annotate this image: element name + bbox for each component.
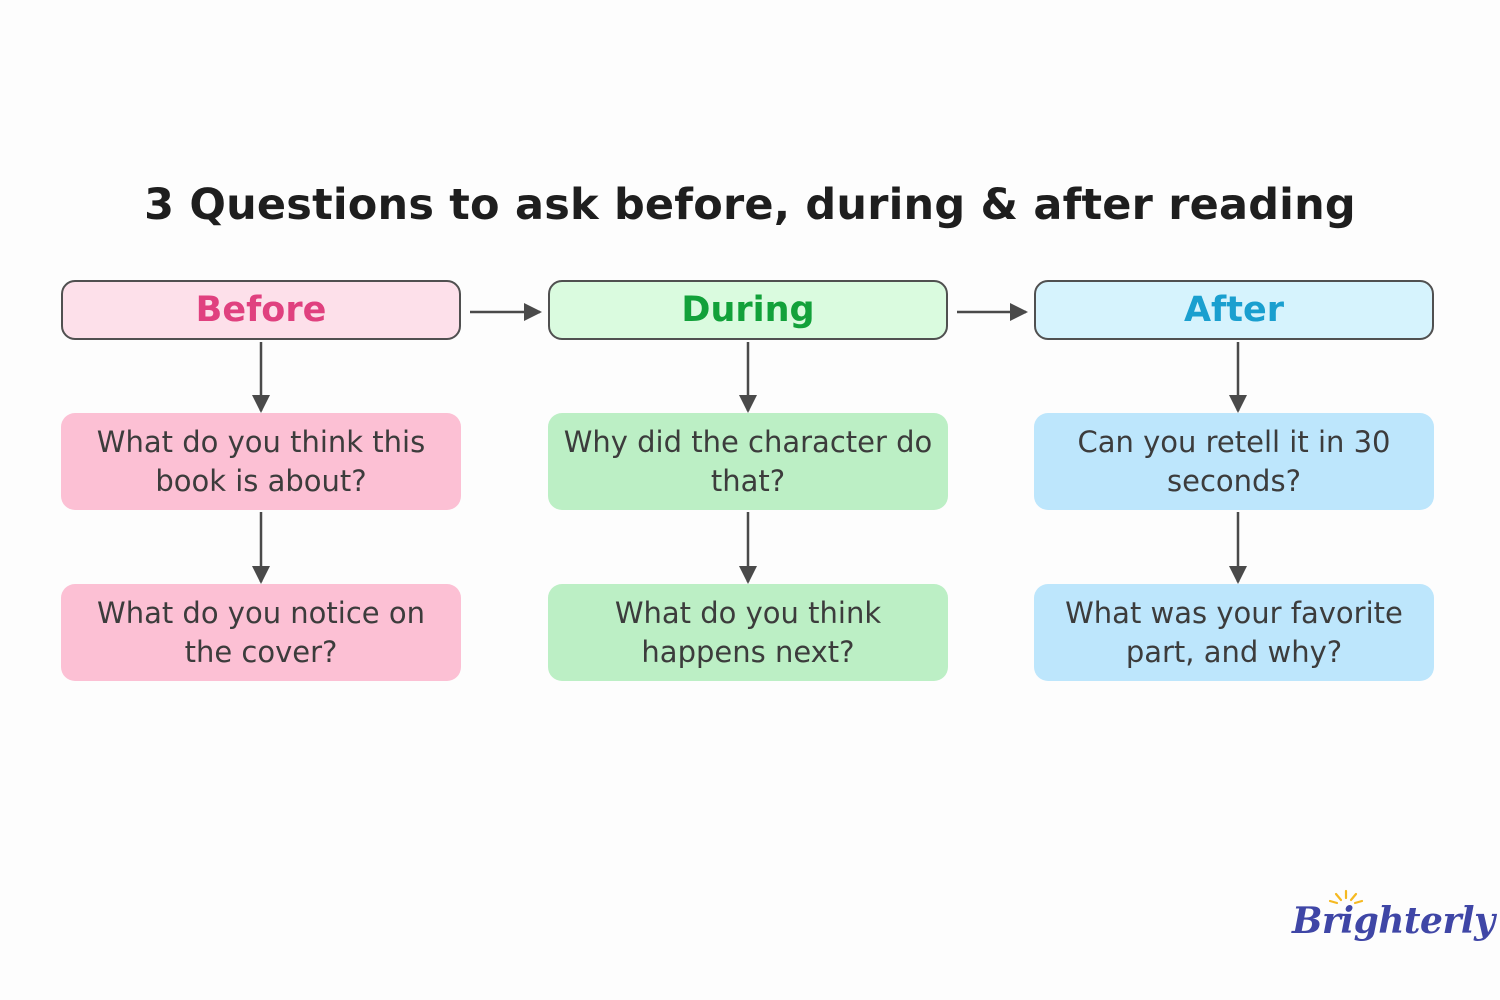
brighterly-logo: Brighterly xyxy=(1292,888,1495,958)
diagram-title: 3 Questions to ask before, during & afte… xyxy=(144,180,1356,230)
after-question-1: Can you retell it in 30 seconds? xyxy=(1034,413,1434,510)
before-question-2: What do you notice on the cover? xyxy=(61,584,461,681)
after-question-2: What was your favorite part, and why? xyxy=(1034,584,1434,681)
during-question-2: What do you think happens next? xyxy=(548,584,948,681)
after-header: After xyxy=(1034,280,1434,340)
before-header: Before xyxy=(61,280,461,340)
before-question-1: What do you think this book is about? xyxy=(61,413,461,510)
during-header: During xyxy=(548,280,948,340)
during-question-1: Why did the character do that? xyxy=(548,413,948,510)
logo-wordmark: Brighterly xyxy=(1292,900,1495,942)
sun-rays-icon xyxy=(1328,889,1364,905)
